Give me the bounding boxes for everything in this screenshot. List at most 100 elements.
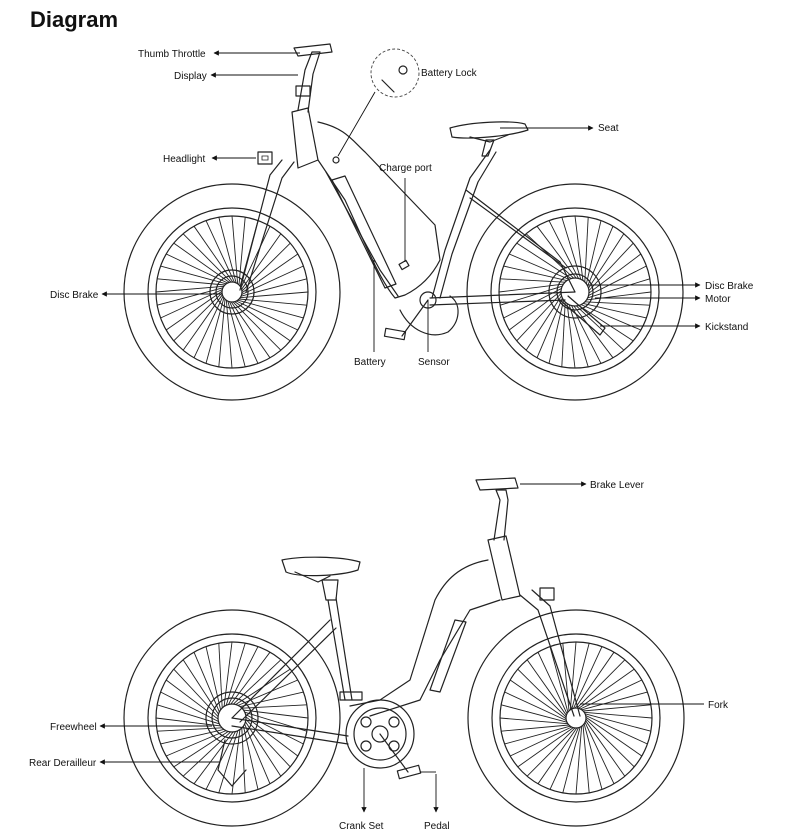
spoke	[218, 730, 239, 793]
spoke	[585, 220, 602, 284]
label-kickstand: Kickstand	[705, 322, 748, 333]
spoke	[173, 292, 223, 342]
spoke	[218, 299, 226, 367]
spoke	[157, 727, 223, 732]
spoke	[240, 278, 307, 297]
spoke	[584, 711, 653, 719]
label-seat: Seat	[598, 123, 619, 134]
spoke	[571, 643, 590, 710]
spoke	[230, 301, 271, 359]
spoke	[173, 242, 230, 283]
spoke	[160, 691, 219, 722]
spoke	[583, 302, 647, 319]
spoke	[227, 300, 246, 367]
spoke	[536, 225, 577, 279]
spoke	[238, 217, 246, 285]
spoke	[580, 679, 643, 710]
spoke	[576, 659, 626, 709]
spoke	[205, 297, 225, 364]
spoke	[245, 714, 304, 745]
spoke	[501, 704, 568, 723]
label-battery-lock: Battery Lock	[421, 68, 478, 79]
spoke	[236, 300, 299, 331]
label-rear-derailleur: Rear Derailleur	[29, 758, 97, 769]
spoke	[561, 217, 582, 280]
spoke	[525, 295, 562, 351]
spoke	[160, 728, 224, 745]
spoke	[568, 304, 589, 367]
spoke	[228, 646, 259, 705]
spoke	[569, 641, 577, 710]
spoke	[574, 215, 584, 281]
spoke	[499, 717, 568, 725]
spoke	[517, 727, 574, 768]
top-front-wheel	[123, 183, 341, 401]
spoke	[237, 299, 304, 319]
spoke	[193, 296, 224, 359]
spoke	[157, 287, 224, 306]
label-headlight: Headlight	[163, 154, 205, 165]
spoke	[516, 293, 562, 342]
spoke	[583, 704, 651, 712]
spoke	[498, 283, 564, 293]
spoke	[536, 297, 563, 358]
spoke	[155, 285, 224, 293]
spoke	[241, 265, 304, 295]
spoke	[240, 225, 271, 288]
spoke	[173, 731, 229, 768]
spoke	[229, 301, 259, 364]
top-frame	[215, 43, 606, 341]
spoke	[239, 298, 307, 306]
spoke	[561, 301, 566, 367]
spoke	[578, 668, 635, 709]
label-sensor: Sensor	[418, 357, 450, 368]
spoke	[549, 727, 579, 790]
spoke	[581, 691, 648, 711]
page-title: Diagram	[30, 7, 118, 32]
spoke	[509, 253, 570, 280]
spoke	[585, 718, 635, 768]
spoke	[574, 651, 615, 709]
spoke	[566, 303, 576, 369]
spoke	[516, 242, 572, 279]
spoke	[586, 291, 652, 301]
label-fork: Fork	[708, 700, 729, 711]
spoke	[537, 651, 568, 714]
spoke	[232, 301, 282, 351]
label-display: Display	[174, 71, 207, 82]
spoke	[205, 220, 235, 283]
label-pedal: Pedal	[424, 821, 450, 832]
spoke	[193, 225, 234, 283]
spoke	[230, 651, 271, 705]
label-thumb-throttle: Thumb Throttle	[138, 49, 206, 60]
spoke	[240, 291, 309, 299]
bottom-bike: Brake Lever Fork Freewheel Rear Deraille…	[29, 477, 729, 832]
spoke	[549, 646, 569, 713]
spoke	[562, 726, 581, 793]
spoke	[587, 226, 614, 287]
spoke	[231, 729, 241, 795]
bottom-front-wheel	[467, 609, 685, 827]
spoke	[576, 305, 625, 351]
spoke	[233, 659, 282, 705]
spoke	[585, 715, 648, 745]
spoke	[587, 278, 650, 299]
spoke	[205, 646, 222, 710]
spoke	[245, 721, 282, 777]
spoke	[173, 668, 219, 717]
spoke	[501, 724, 569, 732]
spoke	[584, 217, 589, 283]
spoke	[218, 217, 237, 284]
spoke	[245, 719, 291, 768]
spoke	[244, 723, 271, 784]
spoke	[509, 679, 567, 720]
spoke	[182, 731, 231, 777]
label-brake-lever: Brake Lever	[590, 480, 645, 491]
spoke	[588, 253, 642, 294]
spoke	[504, 725, 571, 745]
spoke	[241, 727, 246, 793]
spoke	[241, 242, 291, 292]
spoke	[548, 220, 579, 279]
spoke	[583, 723, 603, 790]
